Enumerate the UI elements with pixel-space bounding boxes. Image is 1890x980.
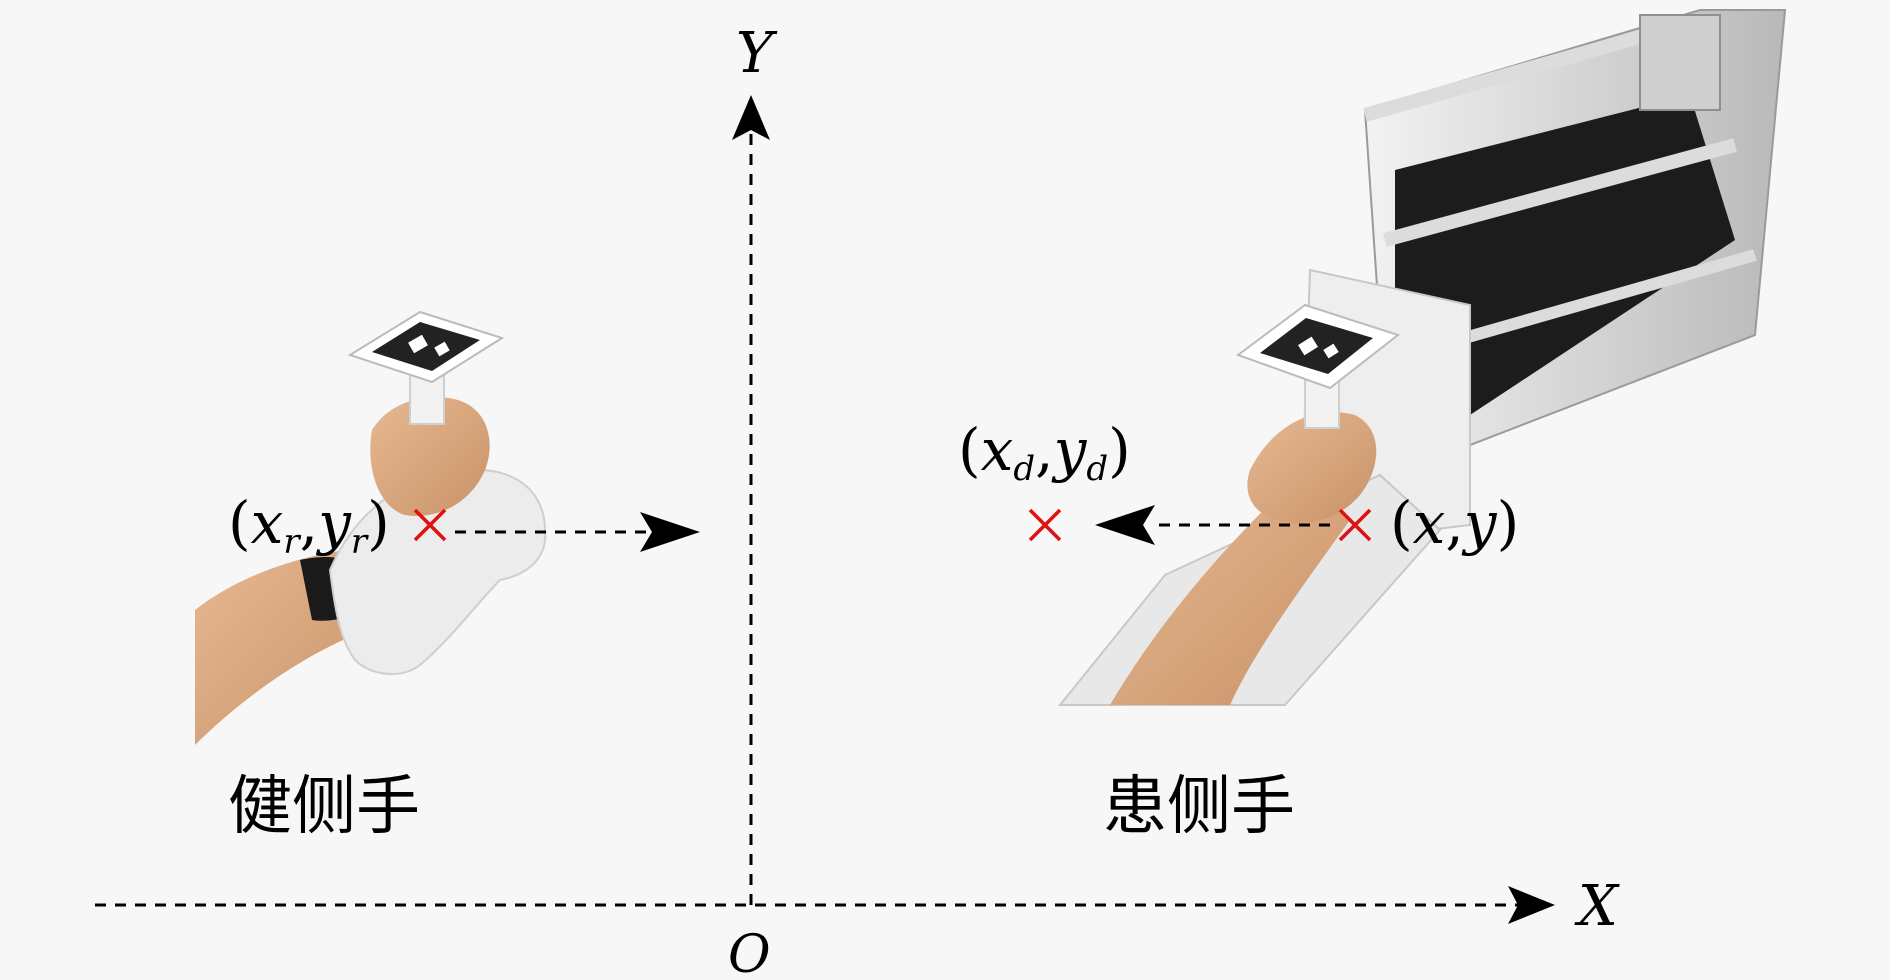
close-paren: ) — [367, 489, 390, 557]
comma: , — [1035, 416, 1053, 484]
x-axis-arrowhead — [1508, 886, 1555, 924]
open-paren: ( — [228, 489, 251, 557]
target-marker — [1028, 508, 1062, 542]
healthy-arrowhead — [640, 512, 700, 552]
coord-x: x — [981, 416, 1014, 484]
y-axis-label: Y — [736, 21, 778, 86]
target-coordinate-label: (xd,yd) — [958, 416, 1131, 489]
affected-marker-post — [1304, 379, 1340, 429]
healthy-hand-caption: 健侧手 — [228, 770, 420, 844]
x-axis-label: X — [1574, 874, 1620, 939]
y-axis-arrowhead — [732, 95, 770, 140]
healthy-hand-marker — [413, 508, 447, 542]
affected-fiducial-cell — [1323, 343, 1339, 359]
close-paren: ) — [1497, 489, 1520, 557]
frame-joint — [1639, 14, 1721, 111]
subscript-y: r — [351, 522, 369, 562]
coord-x: x — [251, 489, 284, 557]
affected-fiducial-cell — [1298, 336, 1318, 356]
subscript-y: d — [1086, 449, 1108, 489]
coord-x: x — [1413, 489, 1446, 557]
healthy-fiducial-pattern — [372, 322, 480, 371]
affected-forearm — [1110, 480, 1350, 705]
comma: , — [1445, 489, 1463, 557]
affected-hand-coordinate-label: (x,y) — [1390, 489, 1519, 557]
open-paren: ( — [1390, 489, 1413, 557]
coord-y: y — [1051, 416, 1088, 484]
subscript-x: d — [1013, 449, 1035, 489]
origin-label: O — [728, 925, 771, 980]
comma: , — [300, 489, 318, 557]
close-paren: ) — [1108, 416, 1131, 484]
affected-arrowhead — [1095, 505, 1155, 545]
position-markers — [413, 508, 1372, 542]
coordinate-axes: X Y O — [95, 21, 1620, 980]
healthy-palm — [370, 397, 490, 516]
healthy-fiducial-cell — [408, 334, 428, 354]
healthy-hand-coordinate-label: (xr,yr) — [228, 489, 390, 562]
healthy-hand-illustration — [195, 310, 547, 745]
affected-hand-illustration — [1057, 9, 1787, 706]
subscript-x: r — [283, 522, 301, 562]
affected-hand-caption: 患侧手 — [1103, 770, 1295, 844]
healthy-fiducial-cell — [434, 341, 450, 357]
affected-palm — [1247, 412, 1377, 524]
frame-rod — [1383, 138, 1737, 247]
coord-y: y — [1461, 489, 1498, 557]
open-paren: ( — [958, 416, 981, 484]
mirror-arrows — [455, 505, 1330, 552]
coord-y: y — [315, 489, 352, 557]
affected-hand-marker — [1338, 508, 1372, 542]
